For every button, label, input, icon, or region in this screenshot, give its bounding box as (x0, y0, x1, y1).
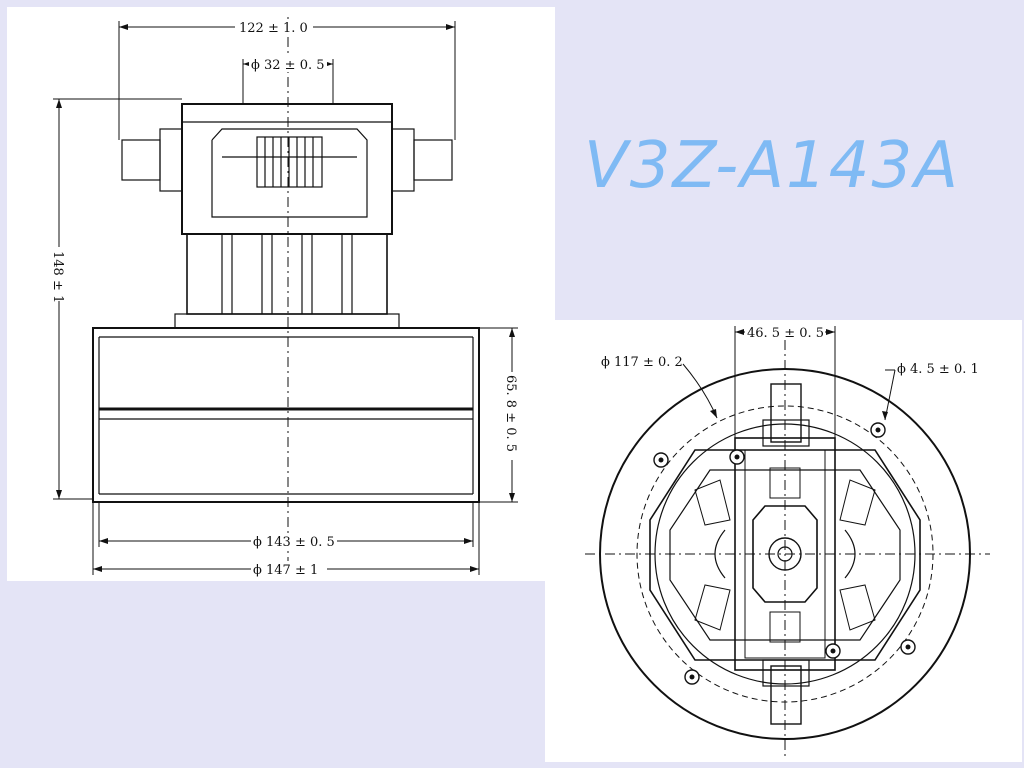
brush-holder-right (413, 139, 453, 181)
plan-view-drawing: 46. 5 ± 0. 5 ϕ 117 ± 0. 2 ϕ 4. 5 ± 0. 1 (585, 324, 990, 760)
brush-bottom (770, 665, 802, 725)
model-title: V3Z-A143A (584, 129, 960, 203)
shaft-center (768, 537, 802, 571)
flange (174, 313, 400, 329)
dim-width-total: 122 ± 1. 0 (239, 21, 308, 36)
plan-view-panel: 46. 5 ± 0. 5 ϕ 117 ± 0. 2 ϕ 4. 5 ± 0. 1 (545, 320, 1022, 762)
base-plate (649, 449, 921, 661)
brush-top (770, 383, 802, 443)
dim-diameter-outer: ϕ 147 ± 1 (253, 563, 318, 578)
dim-bolt-circle: ϕ 117 ± 0. 2 (601, 355, 683, 370)
outer-rim (599, 368, 971, 740)
dim-diameter-inner: ϕ 143 ± 0. 5 (253, 535, 335, 550)
stator-body (186, 233, 388, 315)
dim-hole: ϕ 4. 5 ± 0. 1 (897, 362, 979, 377)
side-view-drawing: 122 ± 1. 0 ϕ 32 ± 0. 5 148 ± 1 65. 8 ± 0… (50, 17, 520, 578)
motor-head (181, 103, 393, 235)
brush-holder-left (121, 139, 161, 181)
rotor (752, 505, 818, 603)
dim-shaft-diameter: ϕ 32 ± 0. 5 (251, 58, 325, 73)
side-view-panel: 122 ± 1. 0 ϕ 32 ± 0. 5 148 ± 1 65. 8 ± 0… (7, 7, 555, 581)
dim-spacing: 46. 5 ± 0. 5 (747, 326, 824, 341)
dim-height: 148 ± 1 (50, 251, 65, 303)
bolt-circle (636, 405, 934, 703)
dim-housing-height: 65. 8 ± 0. 5 (503, 375, 518, 452)
stator-frame (734, 437, 836, 671)
fan-housing (92, 327, 480, 503)
